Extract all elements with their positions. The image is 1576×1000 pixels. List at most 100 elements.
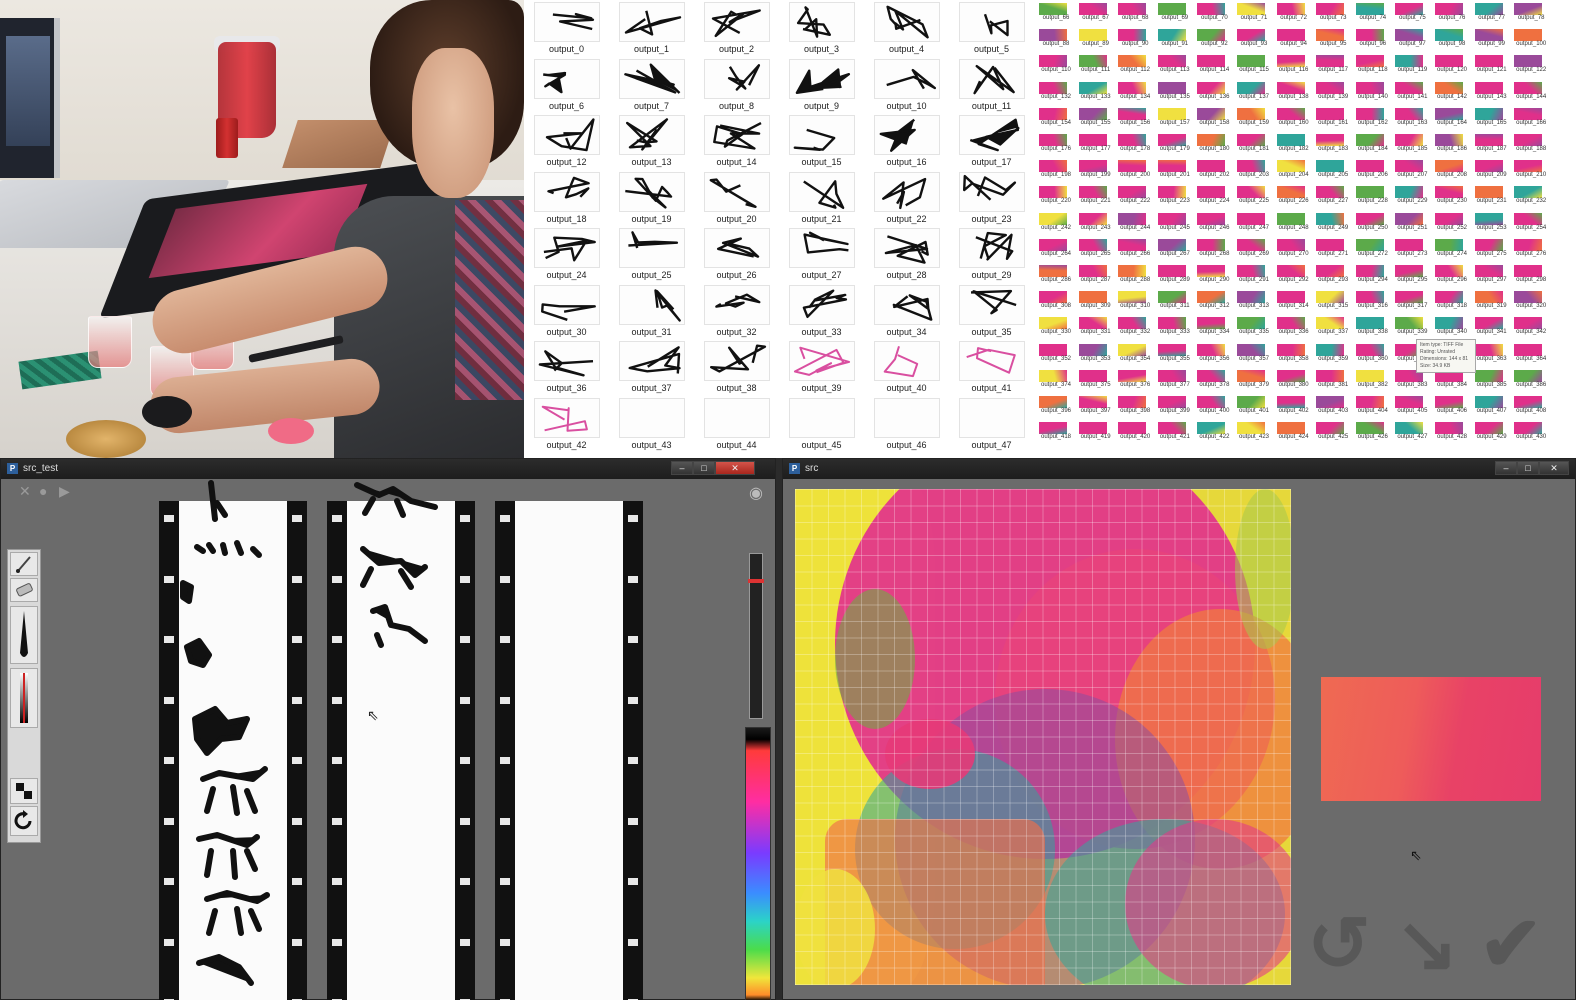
color-thumbnail-item[interactable]: output_243 <box>1076 212 1116 233</box>
color-thumbnail-item[interactable]: output_319 <box>1472 290 1512 311</box>
thumbnail-item[interactable]: output_47 <box>949 396 1032 452</box>
color-thumbnail-item[interactable]: output_227 <box>1313 185 1353 206</box>
color-thumbnail-item[interactable]: output_418 <box>1036 421 1076 442</box>
color-thumbnail-item[interactable]: output_245 <box>1155 212 1195 233</box>
color-thumbnail-item[interactable]: output_75 <box>1392 2 1432 23</box>
thumbnail-item[interactable]: output_30 <box>524 283 609 339</box>
color-picker-bar[interactable] <box>745 727 771 1000</box>
maximize-button[interactable]: □ <box>1517 461 1539 475</box>
thumbnail-item[interactable]: output_22 <box>864 170 949 226</box>
color-thumbnail-item[interactable]: output_407 <box>1472 395 1512 416</box>
color-thumbnail-item[interactable]: output_99 <box>1472 28 1512 49</box>
thumbnail-item[interactable]: output_24 <box>524 226 609 282</box>
color-thumbnail-item[interactable]: output_423 <box>1234 421 1274 442</box>
color-thumbnail-item[interactable]: output_180 <box>1194 133 1234 154</box>
color-thumbnail-item[interactable]: output_188 <box>1511 133 1551 154</box>
color-thumbnail-item[interactable]: output_379 <box>1234 369 1274 390</box>
thumbnail-item[interactable]: output_4 <box>864 0 949 56</box>
thumbnail-item[interactable]: output_32 <box>694 283 779 339</box>
thumbnail-item[interactable]: output_36 <box>524 339 609 395</box>
color-thumbnail-item[interactable]: output_88 <box>1036 28 1076 49</box>
thumbnail-item[interactable]: output_45 <box>779 396 864 452</box>
color-thumbnail-item[interactable]: output_164 <box>1432 107 1472 128</box>
color-thumbnail-item[interactable]: output_97 <box>1392 28 1432 49</box>
src-test-canvas[interactable]: ✕ ● ▶ ◉ <box>1 479 775 1000</box>
color-thumbnail-item[interactable]: output_78 <box>1511 2 1551 23</box>
color-thumbnail-item[interactable]: output_337 <box>1313 316 1353 337</box>
settings-icon[interactable]: ◉ <box>749 485 763 502</box>
color-thumbnail-item[interactable]: output_230 <box>1432 185 1472 206</box>
minimize-button[interactable]: – <box>671 461 693 475</box>
color-thumbnail-item[interactable]: output_95 <box>1313 28 1353 49</box>
color-thumbnail-item[interactable]: output_229 <box>1392 185 1432 206</box>
color-thumbnail-item[interactable]: output_204 <box>1274 159 1314 180</box>
color-thumbnail-item[interactable]: output_290 <box>1194 264 1234 285</box>
color-thumbnail-item[interactable]: output_140 <box>1353 81 1393 102</box>
color-thumbnail-item[interactable]: output_397 <box>1076 395 1116 416</box>
color-thumbnail-item[interactable]: output_71 <box>1234 2 1274 23</box>
color-thumbnail-item[interactable]: output_399 <box>1155 395 1195 416</box>
thumbnail-item[interactable]: output_3 <box>779 0 864 56</box>
color-thumbnail-item[interactable]: output_134 <box>1115 81 1155 102</box>
color-thumbnail-item[interactable]: output_158 <box>1194 107 1234 128</box>
color-thumbnail-item[interactable]: output_332 <box>1115 316 1155 337</box>
color-thumbnail-item[interactable]: output_177 <box>1076 133 1116 154</box>
frame-slider-knob[interactable] <box>748 579 764 583</box>
color-thumbnail-item[interactable]: output_92 <box>1194 28 1234 49</box>
color-thumbnail-item[interactable]: output_199 <box>1076 159 1116 180</box>
color-thumbnail-item[interactable]: output_293 <box>1313 264 1353 285</box>
color-thumbnail-item[interactable]: output_249 <box>1313 212 1353 233</box>
color-thumbnail-item[interactable]: output_318 <box>1432 290 1472 311</box>
color-thumbnail-item[interactable]: output_117 <box>1313 54 1353 75</box>
minimize-button[interactable]: – <box>1495 461 1517 475</box>
opacity-slider-icon[interactable] <box>10 668 38 728</box>
color-thumbnail-item[interactable]: output_382 <box>1353 369 1393 390</box>
thumbnail-item[interactable]: output_0 <box>524 0 609 56</box>
color-thumbnail-item[interactable]: output_166 <box>1511 107 1551 128</box>
color-thumbnail-item[interactable]: output_430 <box>1511 421 1551 442</box>
maximize-button[interactable]: □ <box>693 461 715 475</box>
color-thumbnail-item[interactable]: output_121 <box>1472 54 1512 75</box>
color-thumbnail-item[interactable]: output_297 <box>1472 264 1512 285</box>
color-thumbnail-item[interactable]: output_184 <box>1353 133 1393 154</box>
color-thumbnail-item[interactable]: output_353 <box>1076 343 1116 364</box>
thumbnail-item[interactable]: output_5 <box>949 0 1032 56</box>
color-thumbnail-item[interactable]: output_223 <box>1155 185 1195 206</box>
color-thumbnail-item[interactable]: output_232 <box>1511 185 1551 206</box>
color-thumbnail-item[interactable]: output_273 <box>1392 238 1432 259</box>
color-thumbnail-item[interactable]: output_246 <box>1194 212 1234 233</box>
color-thumbnail-item[interactable]: output_274 <box>1432 238 1472 259</box>
color-thumbnail-item[interactable]: output_292 <box>1274 264 1314 285</box>
color-thumbnail-item[interactable]: output_201 <box>1155 159 1195 180</box>
color-thumbnail-item[interactable]: output_144 <box>1511 81 1551 102</box>
color-thumbnail-item[interactable]: output_222 <box>1115 185 1155 206</box>
color-thumbnail-item[interactable]: output_355 <box>1155 343 1195 364</box>
color-thumbnail-item[interactable]: output_385 <box>1472 369 1512 390</box>
color-thumbnail-item[interactable]: output_96 <box>1353 28 1393 49</box>
thumbnail-item[interactable]: output_34 <box>864 283 949 339</box>
color-thumbnail-item[interactable]: output_287 <box>1076 264 1116 285</box>
color-thumbnail-item[interactable]: output_69 <box>1155 2 1195 23</box>
thumbnail-item[interactable]: output_9 <box>779 57 864 113</box>
color-thumbnail-item[interactable]: output_363 <box>1472 343 1512 364</box>
color-thumbnail-item[interactable]: output_132 <box>1036 81 1076 102</box>
thumbnail-item[interactable]: output_15 <box>779 113 864 169</box>
color-thumbnail-item[interactable]: output_91 <box>1155 28 1195 49</box>
thumbnail-item[interactable]: output_35 <box>949 283 1032 339</box>
src-titlebar[interactable]: P src – □ ✕ <box>783 459 1575 479</box>
thumbnail-item[interactable]: output_1 <box>609 0 694 56</box>
checker-icon[interactable] <box>10 778 38 804</box>
color-thumbnail-item[interactable]: output_316 <box>1353 290 1393 311</box>
color-thumbnail-item[interactable]: output_185 <box>1392 133 1432 154</box>
color-thumbnail-item[interactable]: output_331 <box>1076 316 1116 337</box>
color-thumbnail-item[interactable]: output_317 <box>1392 290 1432 311</box>
color-thumbnail-item[interactable]: output_296 <box>1432 264 1472 285</box>
color-thumbnail-item[interactable]: output_143 <box>1472 81 1512 102</box>
color-thumbnail-item[interactable]: output_68 <box>1115 2 1155 23</box>
thumbnail-item[interactable]: output_39 <box>779 339 864 395</box>
color-thumbnail-item[interactable]: output_359 <box>1313 343 1353 364</box>
color-thumbnail-item[interactable]: output_264 <box>1036 238 1076 259</box>
thumbnail-item[interactable]: output_40 <box>864 339 949 395</box>
color-thumbnail-item[interactable]: output_231 <box>1472 185 1512 206</box>
color-thumbnail-item[interactable]: output_419 <box>1076 421 1116 442</box>
